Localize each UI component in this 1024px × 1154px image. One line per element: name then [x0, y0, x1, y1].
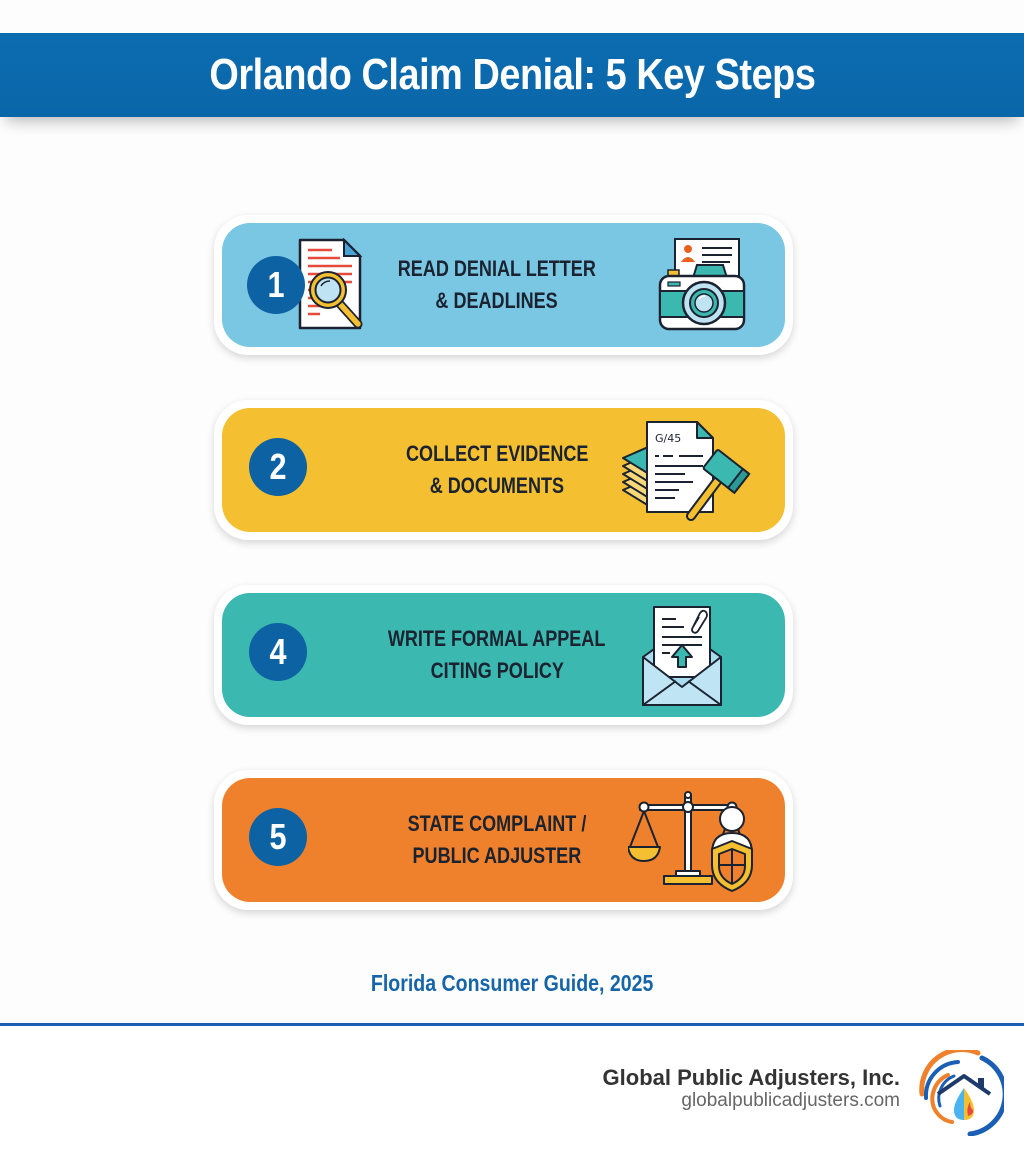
step-card-4-body: 4 WRITE FORMAL APPEAL CITING POLICY — [222, 593, 785, 717]
step-label-line-1: STATE COMPLAINT / — [407, 811, 587, 836]
step-number-badge: 1 — [247, 256, 305, 314]
step-card-5: 5 STATE COMPLAINT / PUBLIC ADJUSTER — [214, 770, 793, 910]
page-title: Orlando Claim Denial: 5 Key Steps — [208, 50, 816, 99]
step-card-2: 2 COLLECT EVIDENCE & DOCUMENTS G/45 — [214, 400, 793, 540]
source-caption: Florida Consumer Guide, 2025 — [0, 970, 1024, 997]
document-magnifier-icon — [298, 238, 363, 330]
step-label-line-1: COLLECT EVIDENCE — [405, 441, 589, 466]
step-label-line-2: PUBLIC ADJUSTER — [412, 843, 582, 868]
step-card-2-body: 2 COLLECT EVIDENCE & DOCUMENTS G/45 — [222, 408, 785, 532]
step-number: 5 — [269, 816, 287, 857]
document-stack-gavel-icon: G/45 — [622, 421, 751, 521]
step-card-1-body: 1 READ DENIAL LETTER & DEADLINES — [222, 223, 785, 347]
footer-divider — [0, 1023, 1024, 1026]
step-number-badge: 5 — [249, 808, 307, 866]
step-label: STATE COMPLAINT / PUBLIC ADJUSTER — [332, 778, 662, 902]
step-label-line-2: & DEADLINES — [435, 288, 559, 313]
step-number: 4 — [269, 631, 287, 672]
step-number: 2 — [269, 446, 287, 487]
step-label: WRITE FORMAL APPEAL CITING POLICY — [332, 593, 662, 717]
step-card-5-body: 5 STATE COMPLAINT / PUBLIC ADJUSTER — [222, 778, 785, 902]
step-card-4: 4 WRITE FORMAL APPEAL CITING POLICY — [214, 585, 793, 725]
company-logo-icon — [919, 1050, 1004, 1136]
document-icon-text: G/45 — [655, 432, 681, 445]
step-label-line-1: WRITE FORMAL APPEAL — [388, 626, 606, 651]
company-url[interactable]: globalpublicadjusters.com — [681, 1090, 900, 1111]
footer — [0, 1026, 1024, 1154]
company-name: Global Public Adjusters, Inc. — [602, 1065, 900, 1090]
step-number-badge: 2 — [249, 438, 307, 496]
step-label: COLLECT EVIDENCE & DOCUMENTS — [332, 408, 662, 532]
camera-photo-icon — [658, 238, 746, 331]
step-number: 1 — [267, 264, 285, 305]
step-label-line-2: & DOCUMENTS — [429, 473, 565, 498]
step-number-badge: 4 — [249, 623, 307, 681]
step-card-1: 1 READ DENIAL LETTER & DEADLINES — [214, 215, 793, 355]
scales-shield-person-icon — [628, 791, 753, 892]
step-label-line-1: READ DENIAL LETTER — [397, 256, 597, 281]
source-text: Florida Consumer Guide, 2025 — [370, 970, 654, 996]
title-banner: Orlando Claim Denial: 5 Key Steps — [0, 33, 1024, 117]
step-label-line-2: CITING POLICY — [430, 658, 564, 683]
step-label: READ DENIAL LETTER & DEADLINES — [332, 223, 662, 347]
envelope-letter-icon — [642, 606, 722, 706]
